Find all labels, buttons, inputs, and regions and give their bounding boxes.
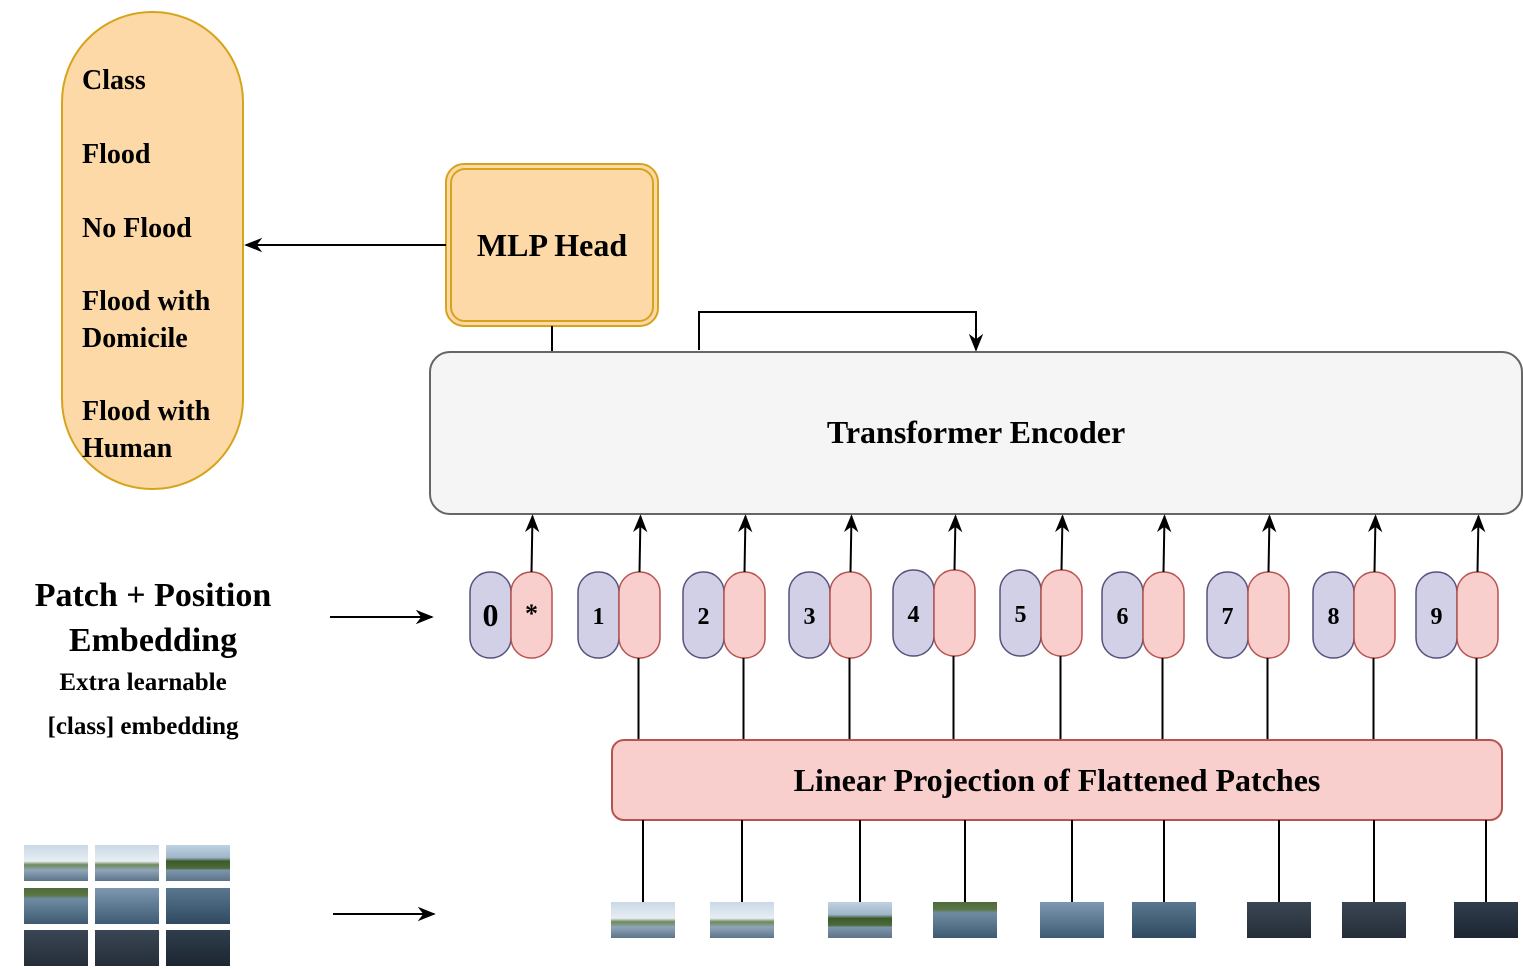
class-header: Class <box>82 65 146 96</box>
source-image-tile-6 <box>166 888 230 924</box>
token-to-encoder-arrow <box>1262 514 1277 573</box>
embedding-title-line2: Embedding <box>68 622 238 659</box>
embedding-tokens: 0 * 1 2 3 4 5 6 7 8 9 <box>469 514 1499 740</box>
linear-projection-label: Linear Projection of Flattened Patches <box>794 762 1321 798</box>
transformer-encoder-label: Transformer Encoder <box>827 414 1125 450</box>
patch-embedding-8 <box>1353 571 1396 659</box>
position-index-1: 1 <box>593 604 605 630</box>
source-image-tile-1 <box>24 845 88 881</box>
position-index-0: 0 <box>483 597 499 633</box>
encoder-loop-arrow <box>698 311 984 352</box>
patch-embedding-2 <box>723 571 766 659</box>
source-image-grid <box>24 845 230 966</box>
token-to-encoder-arrow <box>1055 514 1070 571</box>
patch-embedding-1 <box>618 571 661 659</box>
image-patch-9 <box>1454 902 1518 938</box>
embedding-title-line1: Patch + Position <box>34 577 272 614</box>
patch-embedding-3 <box>829 571 872 659</box>
position-index-7: 7 <box>1222 604 1234 630</box>
source-image-tile-9 <box>166 930 230 966</box>
source-image-tile-8 <box>95 930 159 966</box>
patch-embedding-4 <box>933 569 976 657</box>
class-token-symbol: * <box>525 599 538 628</box>
transformer-encoder-box <box>429 351 1523 515</box>
class-item-flood-domicile: Flood with Domicile <box>82 286 211 354</box>
image-patch-4 <box>933 902 997 938</box>
patch-embedding-7 <box>1247 571 1290 659</box>
class-item-flood-human: Flood with Human <box>82 396 211 464</box>
position-index-6: 6 <box>1117 604 1129 630</box>
patch-row <box>611 820 1518 938</box>
extra-learnable-line1: Extra learnable <box>59 669 227 696</box>
token-to-encoder-arrow <box>948 514 963 571</box>
token-to-encoder-arrow <box>633 514 648 573</box>
token-to-encoder-arrow <box>525 514 540 573</box>
token-to-encoder-arrow <box>844 514 859 573</box>
image-patch-5 <box>1040 902 1104 938</box>
source-image-tile-2 <box>95 845 159 881</box>
image-patch-1 <box>611 902 675 938</box>
class-item-flood: Flood <box>82 139 151 170</box>
position-index-3: 3 <box>804 604 816 630</box>
image-patch-3 <box>828 902 892 938</box>
source-image-tile-3 <box>166 845 230 881</box>
patch-embedding-5 <box>1040 569 1083 657</box>
image-patch-6 <box>1132 902 1196 938</box>
source-image-tile-4 <box>24 888 88 924</box>
class-item-no-flood: No Flood <box>82 213 192 244</box>
token-to-encoder-arrow <box>1157 514 1172 573</box>
position-index-2: 2 <box>698 604 710 630</box>
position-index-9: 9 <box>1431 604 1443 630</box>
image-patch-7 <box>1247 902 1311 938</box>
mlp-head-label: MLP Head <box>477 227 627 263</box>
patch-embedding-6 <box>1142 571 1185 659</box>
image-patch-8 <box>1342 902 1406 938</box>
position-index-5: 5 <box>1015 602 1027 628</box>
token-to-encoder-arrow <box>738 514 753 573</box>
image-patch-2 <box>710 902 774 938</box>
output-class-box <box>61 11 244 490</box>
source-image-tile-5 <box>95 888 159 924</box>
token-to-encoder-arrow <box>1368 514 1383 573</box>
patch-embedding-9 <box>1456 571 1499 659</box>
source-image-tile-7 <box>24 930 88 966</box>
position-index-8: 8 <box>1328 604 1340 630</box>
linear-projection-box <box>611 739 1503 821</box>
position-index-4: 4 <box>908 602 920 628</box>
token-to-encoder-arrow <box>1471 514 1486 573</box>
extra-learnable-line2: [class] embedding <box>47 713 239 740</box>
